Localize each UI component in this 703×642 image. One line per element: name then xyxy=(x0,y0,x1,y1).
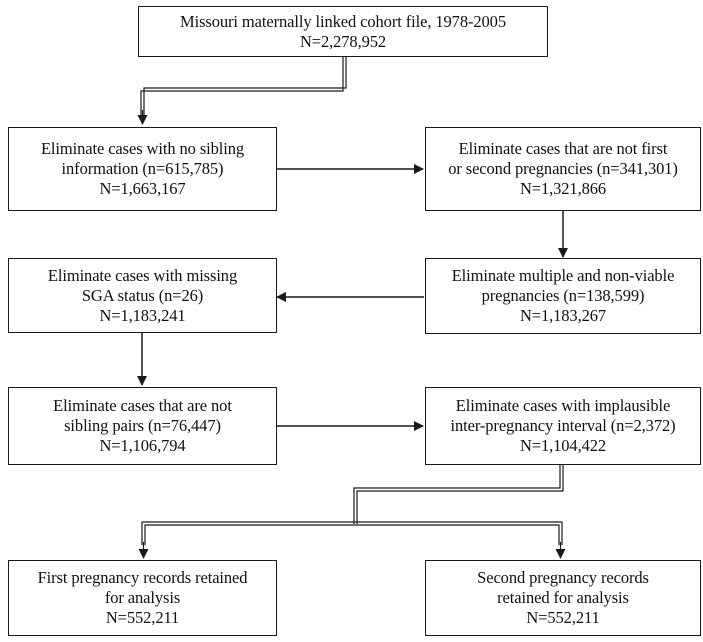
source-cohort-line-2: N=2,278,952 xyxy=(299,31,387,51)
arrow-source-to-no-sibling xyxy=(137,57,347,125)
not-sibling-pairs-line-1: Eliminate cases that are not xyxy=(53,396,232,415)
no-sibling-line-2: information (n=615,785) xyxy=(61,159,224,178)
implausible-interval-box: Eliminate cases with implausible inter-p… xyxy=(425,387,701,465)
no-sibling-box: Eliminate cases with no sibling informat… xyxy=(8,127,277,211)
no-sibling-line-3: N=1,663,167 xyxy=(99,179,186,198)
implausible-interval-line-3: N=1,104,422 xyxy=(519,436,607,455)
multiple-nonviable-line-2: pregnancies (n=138,599) xyxy=(481,286,645,305)
first-retained-line-1: First pregnancy records retained xyxy=(37,568,248,587)
not-first-second-line-3: N=1,321,866 xyxy=(519,179,607,198)
multiple-nonviable-line-1: Eliminate multiple and non-viable xyxy=(451,266,675,285)
not-sibling-pairs-line-2: sibling pairs (n=76,447) xyxy=(64,416,221,435)
missing-sga-line-2: SGA status (n=26) xyxy=(81,285,204,305)
not-sibling-pairs-line-3: N=1,106,794 xyxy=(99,436,186,455)
missing-sga-line-1: Eliminate cases with missing xyxy=(47,265,238,285)
second-retained-line-2: retained for analysis xyxy=(497,588,629,607)
first-retained-box: First pregnancy records retained for ana… xyxy=(8,560,277,636)
no-sibling-line-1: Eliminate cases with no sibling xyxy=(40,139,245,158)
implausible-interval-line-2: inter-pregnancy interval (n=2,372) xyxy=(450,416,676,435)
source-cohort-box: Missouri maternally linked cohort file, … xyxy=(138,6,548,57)
not-first-second-line-2: or second pregnancies (n=341,301) xyxy=(448,159,678,178)
not-first-second-line-1: Eliminate cases that are not first xyxy=(458,139,668,158)
first-retained-line-2: for analysis xyxy=(104,588,181,607)
second-retained-box: Second pregnancy records retained for an… xyxy=(425,560,701,636)
not-sibling-pairs-box: Eliminate cases that are not sibling pai… xyxy=(8,387,277,465)
arrow-implausible-to-retained xyxy=(138,465,566,559)
first-retained-line-3: N=552,211 xyxy=(105,608,180,627)
second-retained-line-3: N=552,211 xyxy=(526,608,600,627)
second-retained-line-1: Second pregnancy records xyxy=(477,568,649,587)
not-first-second-box: Eliminate cases that are not first or se… xyxy=(425,127,701,211)
source-cohort-line-1: Missouri maternally linked cohort file, … xyxy=(180,11,506,31)
missing-sga-box: Eliminate cases with missing SGA status … xyxy=(8,258,277,333)
multiple-nonviable-box: Eliminate multiple and non-viable pregna… xyxy=(425,258,701,334)
multiple-nonviable-line-3: N=1,183,267 xyxy=(519,306,607,325)
missing-sga-line-3: N=1,183,241 xyxy=(99,305,186,325)
implausible-interval-line-1: Eliminate cases with implausible xyxy=(455,396,671,415)
